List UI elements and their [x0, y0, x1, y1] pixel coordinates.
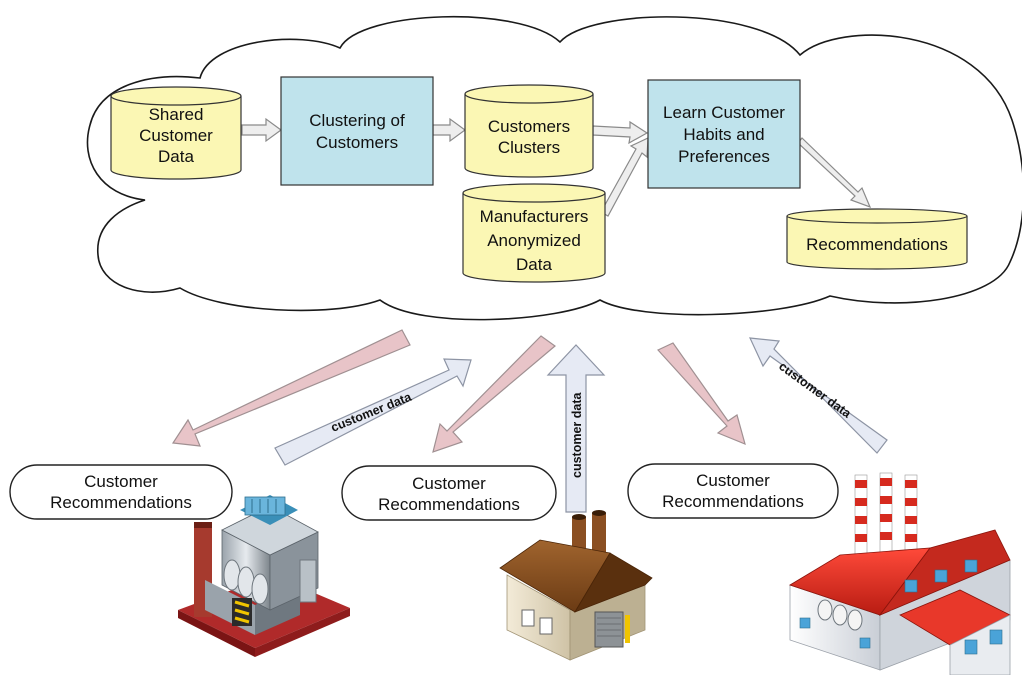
manufacturers-line2: Anonymized [487, 231, 581, 250]
bubble-left-line1: Customer [84, 472, 158, 491]
arrow-label-middle: customer data [570, 392, 584, 478]
factory-red-roof-icon [789, 472, 1011, 676]
bubble-left: Customer Recommendations [9, 464, 233, 520]
down-arrow-middle [432, 335, 556, 453]
down-arrow-right [657, 342, 746, 446]
cylinder-recommendations: Recommendations [786, 208, 968, 270]
up-arrows [274, 337, 888, 513]
bubble-right: Customer Recommendations [627, 463, 839, 519]
box-clustering: Clustering of Customers [280, 76, 434, 186]
clusters-line1: Customers [488, 117, 570, 136]
recommendations-label: Recommendations [806, 235, 948, 254]
factory-blue-icon [178, 495, 350, 657]
up-arrow-left [274, 358, 472, 466]
cylinder-manufacturers-data: Manufacturers Anonymized Data [462, 183, 606, 283]
cylinder-customers-clusters: Customers Clusters [464, 84, 594, 178]
arrow-clusters-to-learn [592, 120, 649, 145]
bubble-middle-line2: Recommendations [378, 495, 520, 514]
up-arrow-middle [546, 344, 606, 513]
manufacturers-line3: Data [516, 255, 552, 274]
up-arrow-right [749, 337, 888, 454]
house-factory-icon [499, 510, 653, 661]
bubble-right-line2: Recommendations [662, 492, 804, 511]
learn-line1: Learn Customer [663, 103, 785, 122]
box-learn: Learn Customer Habits and Preferences [647, 79, 801, 189]
learn-line3: Preferences [678, 147, 770, 166]
arrow-label-right: customer data [776, 359, 854, 421]
arrow-learn-to-recommendations [797, 137, 872, 209]
shared-data-line2: Customer [139, 126, 213, 145]
arrow-clustering-to-clusters [432, 117, 467, 143]
clustering-line1: Clustering of [309, 111, 405, 130]
clustering-line2: Customers [316, 133, 398, 152]
down-arrows [171, 329, 746, 453]
clusters-line2: Clusters [498, 138, 560, 157]
bubble-left-line2: Recommendations [50, 493, 192, 512]
shared-data-line1: Shared [149, 105, 204, 124]
manufacturers-line1: Manufacturers [480, 207, 589, 226]
learn-line2: Habits and [683, 125, 764, 144]
cylinder-shared-data: Shared Customer Data [110, 86, 242, 180]
arrow-shared-to-clustering [241, 117, 283, 143]
bubble-middle: Customer Recommendations [341, 465, 557, 521]
shared-data-line3: Data [158, 147, 194, 166]
bubble-right-line1: Customer [696, 471, 770, 490]
arrow-label-left: customer data [329, 389, 414, 434]
down-arrow-left [171, 329, 411, 447]
striped-chimney [854, 472, 918, 566]
bubble-middle-line1: Customer [412, 474, 486, 493]
flow-arrows [241, 117, 872, 217]
